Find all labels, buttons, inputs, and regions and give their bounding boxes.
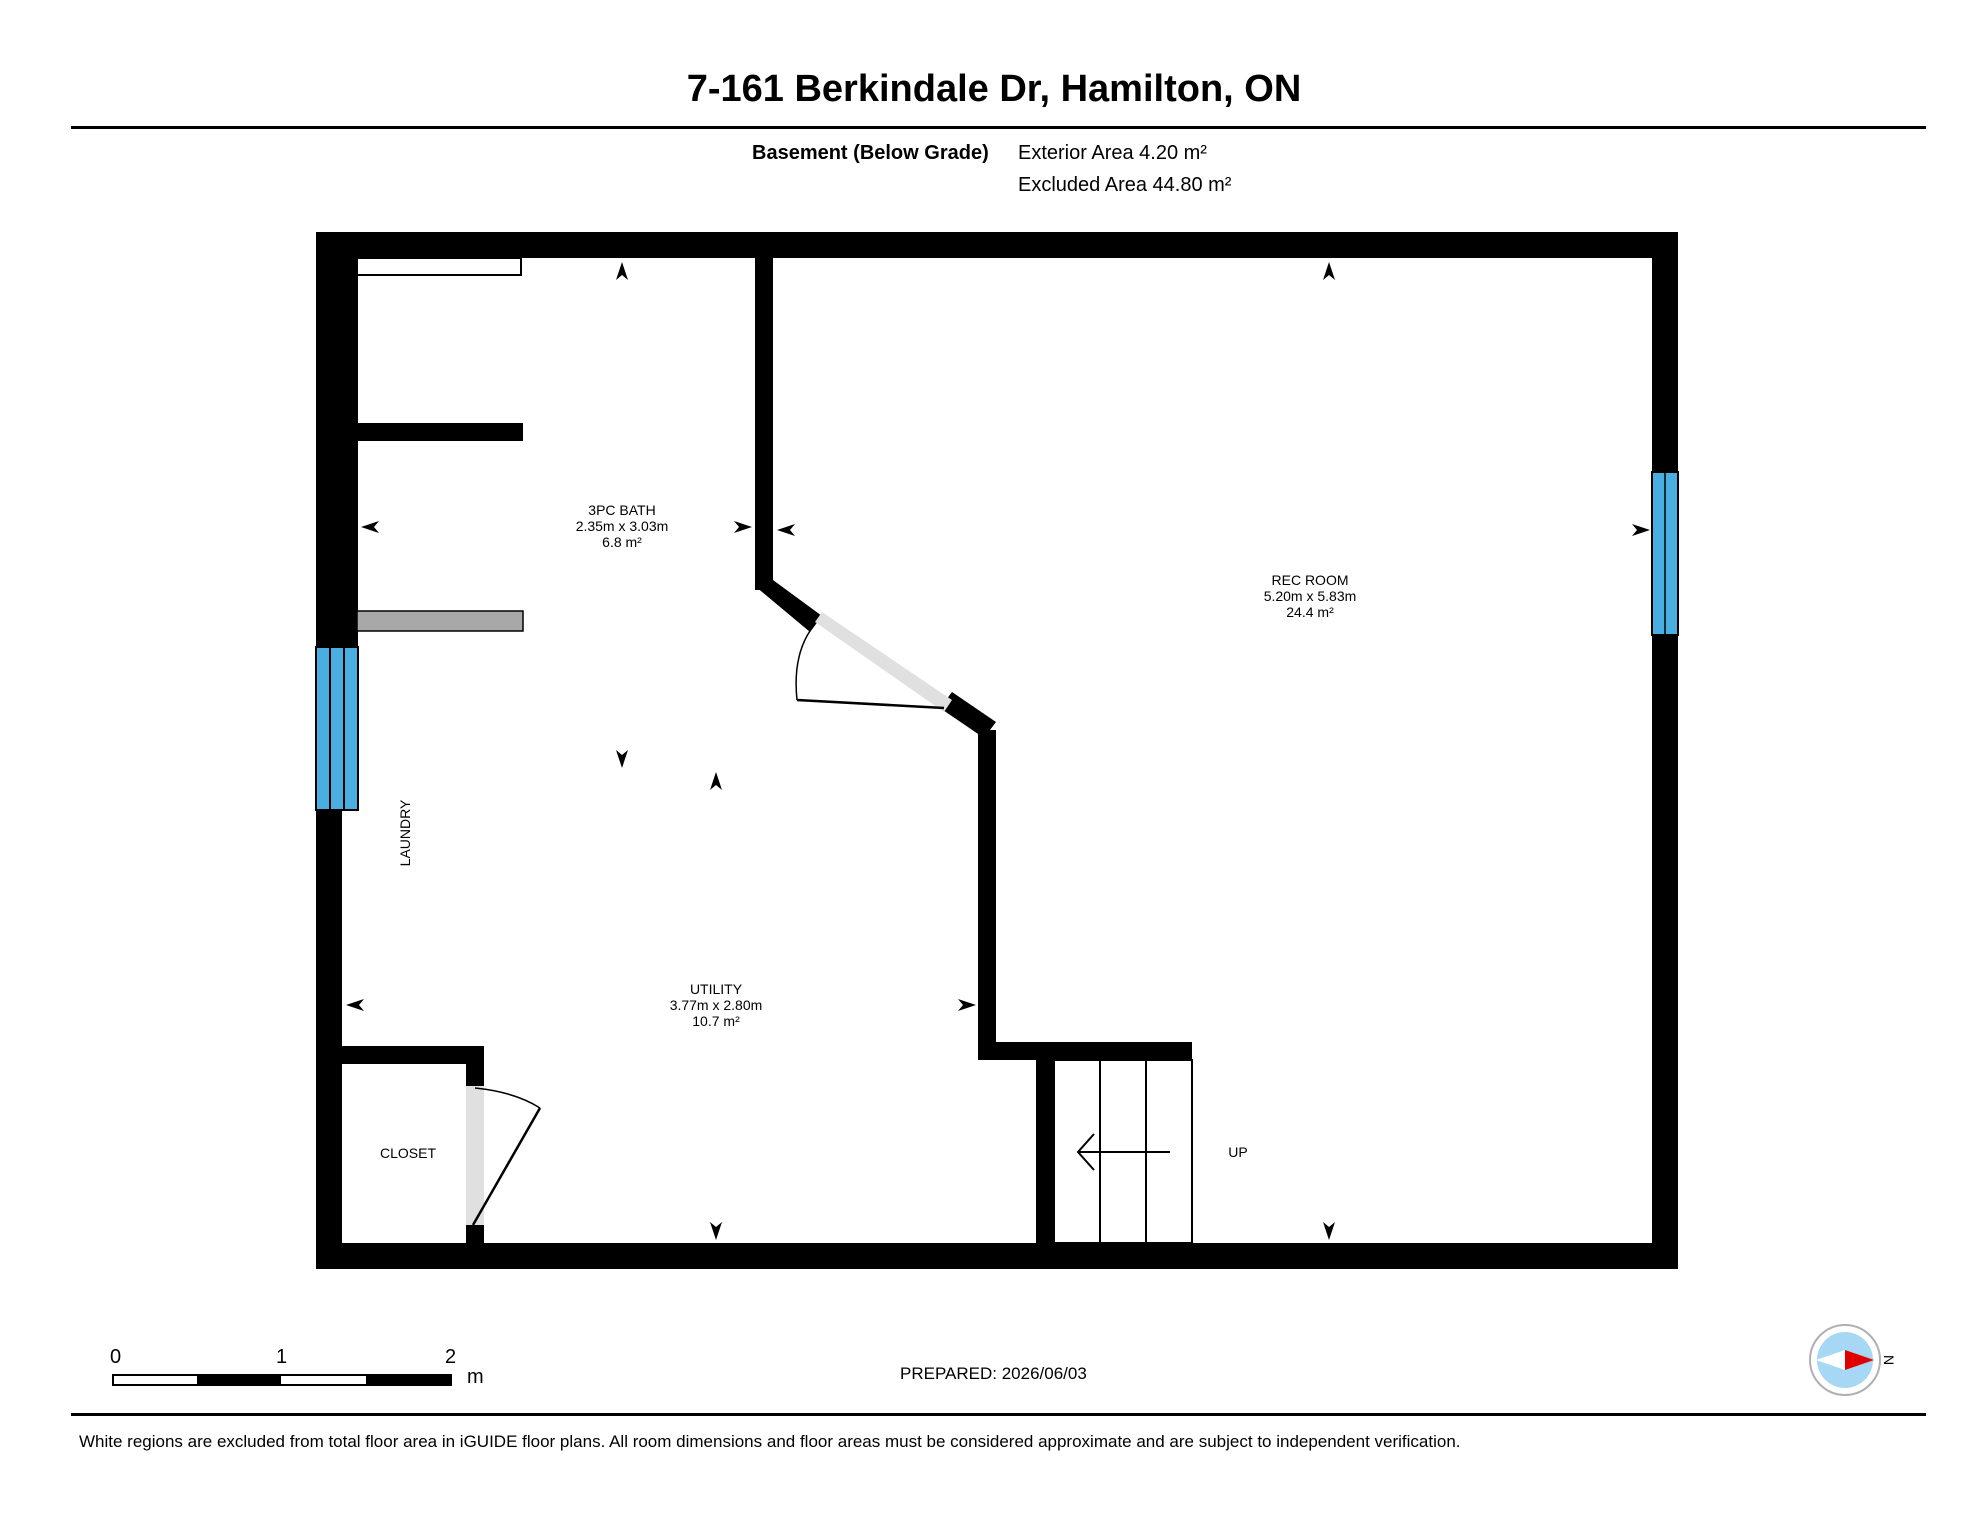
page-title: 7-161 Berkindale Dr, Hamilton, ON (686, 68, 1302, 110)
stairs-up-label: UP (1228, 1144, 1247, 1160)
bath-partial-wall (356, 610, 524, 632)
scale-label-1: 1 (276, 1346, 288, 1368)
scale-label-2: 2 (445, 1346, 457, 1368)
interior-walls (342, 255, 1192, 1248)
closet-label: CLOSET (380, 1145, 436, 1161)
scale-bar (112, 1374, 452, 1386)
scale-unit: m (467, 1366, 484, 1388)
bath-door (795, 612, 952, 712)
rec-room-dims: 5.20m x 5.83m (1264, 588, 1357, 604)
closet-door (466, 1086, 542, 1226)
rec-room-area: 24.4 m² (1286, 604, 1334, 620)
window-rec-room (1651, 471, 1679, 636)
compass-north-label: N (1881, 1355, 1897, 1365)
window-laundry (315, 646, 359, 811)
exterior-area: Exterior Area 4.20 m² (1018, 142, 1207, 164)
header-rule (71, 126, 1926, 129)
footer-disclaimer: White regions are excluded from total fl… (79, 1432, 1461, 1451)
bath-area: 6.8 m² (602, 534, 642, 550)
excluded-area: Excluded Area 44.80 m² (1018, 174, 1232, 196)
bath-name: 3PC BATH (588, 502, 655, 518)
bath-partition-wall (357, 423, 523, 441)
rec-room-name: REC ROOM (1272, 572, 1349, 588)
dimension-arrows (346, 262, 1650, 1240)
prepared-date: PREPARED: 2026/06/03 (900, 1364, 1087, 1383)
bath-vanity (356, 257, 522, 276)
utility-area: 10.7 m² (692, 1013, 740, 1029)
stairs (1053, 1059, 1193, 1244)
utility-name: UTILITY (690, 981, 743, 997)
bath-dims: 2.35m x 3.03m (576, 518, 669, 534)
scale-label-0: 0 (110, 1346, 122, 1368)
outer-walls (316, 232, 1678, 1269)
footer-rule (71, 1413, 1926, 1416)
compass-icon (1809, 1324, 1881, 1396)
laundry-label: LAUNDRY (397, 799, 413, 866)
utility-dims: 3.77m x 2.80m (670, 997, 763, 1013)
level-label: Basement (Below Grade) (752, 142, 989, 164)
